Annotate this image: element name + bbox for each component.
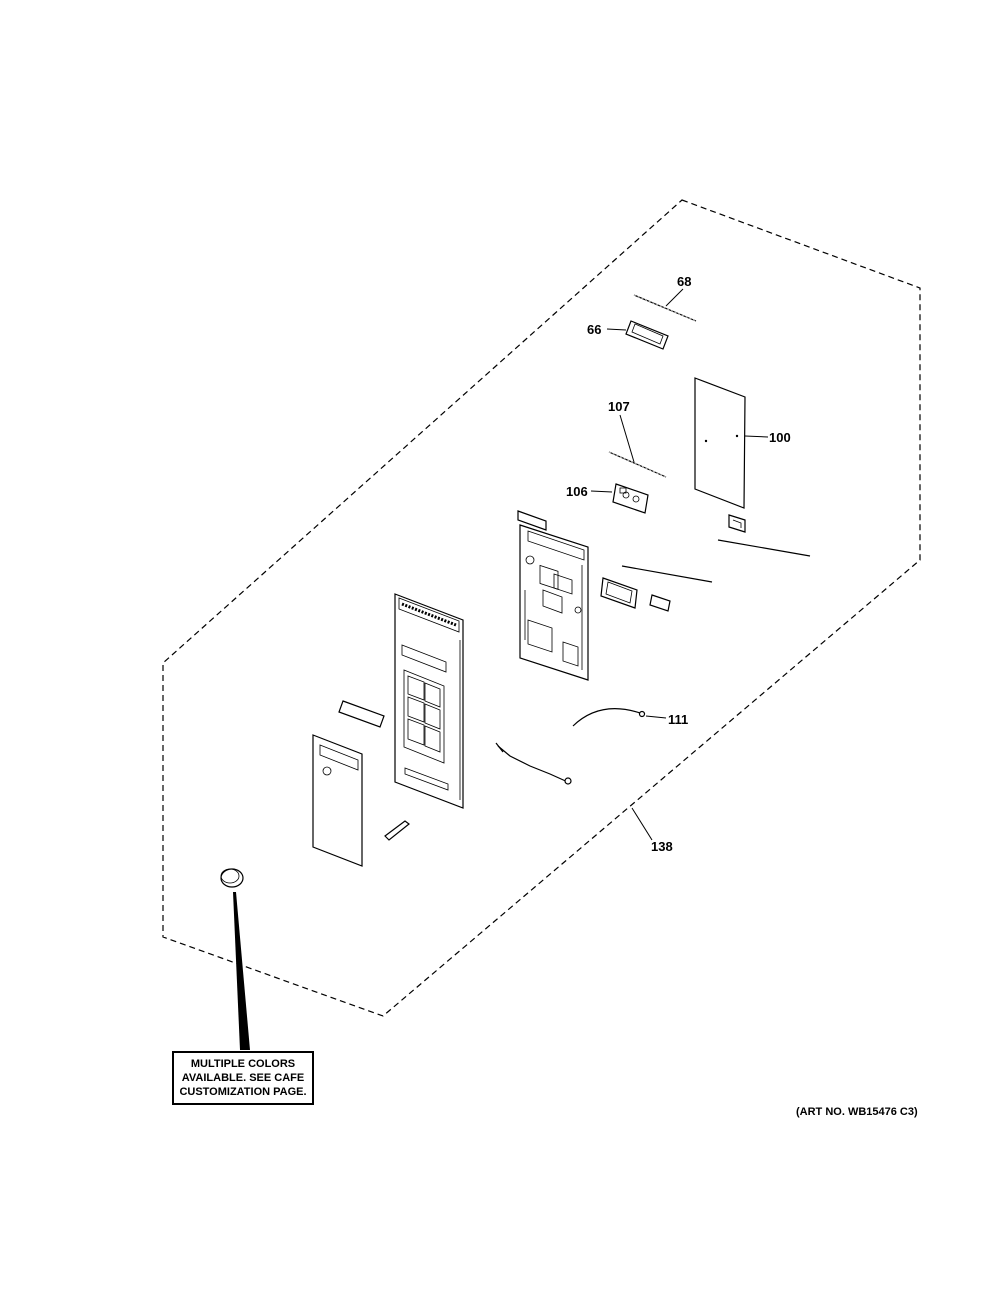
part-66-lens xyxy=(606,320,669,350)
note-line-1: MULTIPLE COLORS xyxy=(190,1058,296,1070)
label-66: 66 xyxy=(587,322,601,337)
art-number: (ART NO. WB15476 C3) xyxy=(796,1106,918,1118)
label-111: 111 xyxy=(668,712,688,727)
label-plate xyxy=(338,700,385,728)
part-106-bracket xyxy=(590,483,649,514)
part-68-rod xyxy=(633,288,697,322)
part-138-leader xyxy=(631,807,653,841)
label-138: 138 xyxy=(651,839,673,854)
label-68: 68 xyxy=(677,274,691,289)
front-overlay-panel xyxy=(312,734,363,867)
note-line-3: CUSTOMIZATION PAGE. xyxy=(179,1086,307,1098)
wire-harness xyxy=(495,742,572,785)
assembly-boundary xyxy=(162,199,921,1017)
part-107-rod xyxy=(608,414,667,478)
label-106: 106 xyxy=(566,484,588,499)
part-111-cable xyxy=(572,708,667,727)
knob xyxy=(220,868,244,888)
control-board-frame xyxy=(517,510,589,681)
part-100-cover-sheet xyxy=(694,377,769,533)
note-line-2: AVAILABLE. SEE CAFE xyxy=(181,1072,305,1084)
label-100: 100 xyxy=(769,430,791,445)
note-box: MULTIPLE COLORS AVAILABLE. SEE CAFE CUST… xyxy=(172,1051,314,1105)
small-window-part xyxy=(600,577,671,612)
small-pin xyxy=(384,820,410,841)
right-rods xyxy=(621,539,811,583)
note-leader xyxy=(233,892,250,1050)
front-control-panel xyxy=(394,593,464,809)
label-107: 107 xyxy=(608,399,630,414)
